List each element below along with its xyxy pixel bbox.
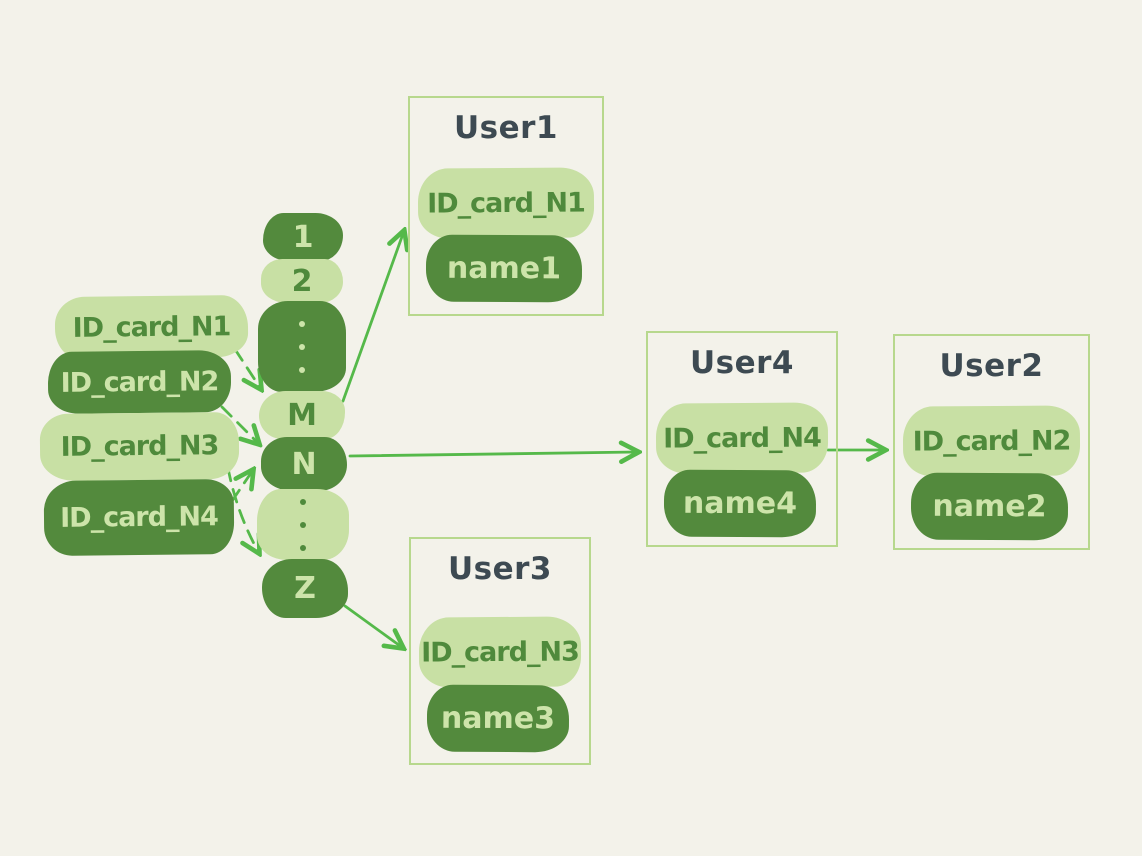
id-card-2-label: ID_card_N2 <box>60 365 219 399</box>
id-card-2: ID_card_N2 <box>47 350 232 414</box>
user1-title: User1 <box>453 110 558 146</box>
edge-card4-to-bucket-n <box>230 470 253 503</box>
ellipsis-dot <box>300 498 306 505</box>
edge-bucket-z-to-user3 <box>343 604 403 648</box>
user2-title: User2 <box>939 348 1044 384</box>
bucket-z-label: Z <box>294 571 316 606</box>
user4-name-pill: name4 <box>663 469 817 538</box>
user1-id-card-pill: ID_card_N1 <box>417 167 595 239</box>
user2-name-pill: name2 <box>910 472 1069 541</box>
bucket-2: 2 <box>261 259 343 303</box>
ellipsis-dot <box>299 343 305 350</box>
user2-id-card-label: ID_card_N2 <box>912 424 1071 458</box>
bucket-1-label: 1 <box>292 219 314 255</box>
edge-bucket-m-to-user1 <box>341 231 404 403</box>
id-card-4: ID_card_N4 <box>43 479 235 556</box>
user1-box: User1 ID_card_N1 name1 <box>408 96 604 316</box>
id-card-3: ID_card_N3 <box>39 411 240 482</box>
bucket-2-label: 2 <box>291 263 313 299</box>
ellipsis-dot <box>300 521 306 528</box>
user4-name-label: name4 <box>682 485 798 522</box>
bucket-n-label: N <box>291 446 317 482</box>
bucket-ellipsis-top <box>258 301 346 392</box>
bucket-m: M <box>259 391 345 439</box>
user3-id-card-label: ID_card_N3 <box>421 635 579 669</box>
ellipsis-dot <box>299 366 305 373</box>
user1-name-pill: name1 <box>425 234 583 303</box>
user2-id-card-pill: ID_card_N2 <box>902 405 1081 477</box>
user3-name-pill: name3 <box>426 684 570 753</box>
bucket-n: N <box>261 437 347 491</box>
user3-id-card-pill: ID_card_N3 <box>418 616 582 688</box>
edge-bucket-n-to-user4 <box>348 452 638 456</box>
user3-box: User3 ID_card_N3 name3 <box>409 537 591 765</box>
user2-name-label: name2 <box>932 488 1047 525</box>
user4-id-card-pill: ID_card_N4 <box>655 402 829 474</box>
user4-id-card-label: ID_card_N4 <box>663 421 821 455</box>
bucket-m-label: M <box>287 397 317 433</box>
bucket-z: Z <box>262 559 348 618</box>
id-card-1-label: ID_card_N1 <box>72 310 231 344</box>
ellipsis-dot <box>300 544 306 551</box>
id-card-4-label: ID_card_N4 <box>59 501 219 534</box>
bucket-1: 1 <box>263 213 343 261</box>
bucket-ellipsis-bottom <box>257 489 349 560</box>
user2-box: User2 ID_card_N2 name2 <box>893 334 1090 550</box>
user3-name-label: name3 <box>440 700 556 737</box>
id-card-1: ID_card_N1 <box>54 294 249 360</box>
user3-title: User3 <box>447 551 552 587</box>
id-card-3-label: ID_card_N3 <box>60 430 219 463</box>
ellipsis-dot <box>299 320 305 327</box>
user4-box: User4 ID_card_N4 name4 <box>646 331 838 547</box>
user1-id-card-label: ID_card_N1 <box>427 186 585 220</box>
user4-title: User4 <box>689 345 794 381</box>
user1-name-label: name1 <box>446 250 562 287</box>
